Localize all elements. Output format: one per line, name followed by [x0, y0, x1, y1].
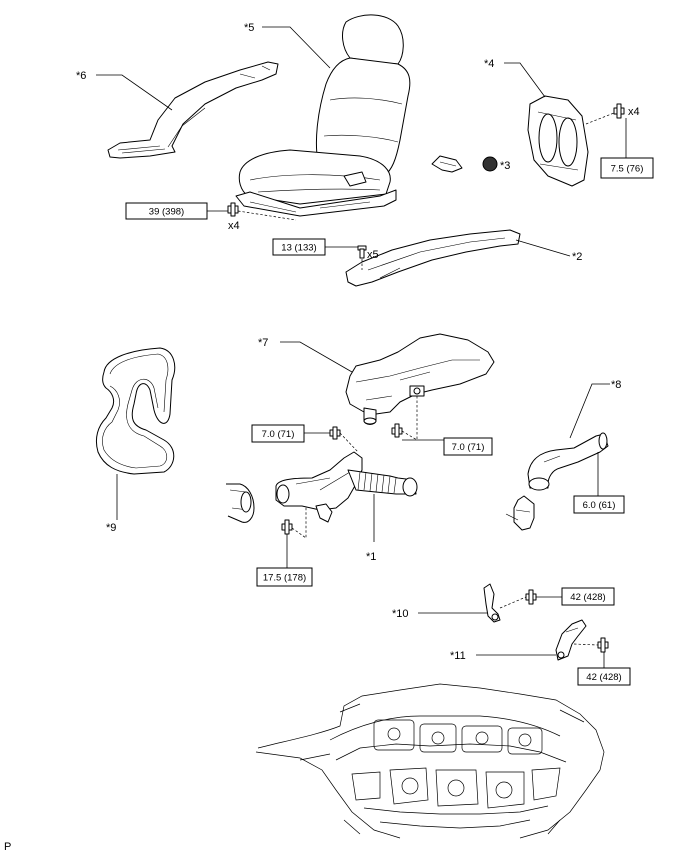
torque-bracket11: 42 (428) [586, 672, 621, 683]
qty-cover: x4 [628, 106, 640, 118]
part-4-cover-plate [527, 95, 589, 187]
part-1-air-inlet [275, 451, 418, 523]
callout-8: *8 [611, 379, 621, 391]
bracket11-bolt [597, 637, 609, 653]
callout-3: *3 [500, 160, 510, 172]
torque-cover: 7.5 (76) [611, 164, 644, 175]
callout-7: *7 [258, 337, 268, 349]
qty-seat-bolt: x4 [228, 220, 240, 232]
part-9-drive-belt [95, 347, 176, 475]
part-11-bracket [555, 619, 587, 661]
part-2-rail-cover [345, 229, 521, 287]
bracket-bolt [357, 245, 367, 259]
torque-hose: 6.0 (61) [583, 500, 616, 511]
part-10-bracket [483, 583, 501, 623]
callout-6: *6 [76, 70, 86, 82]
torque-box-hose [573, 495, 625, 514]
torque-box-bracket10 [561, 587, 615, 606]
torque-inlet: 17.5 (178) [263, 573, 306, 584]
callout-5: *5 [244, 22, 254, 34]
engine-compartment-illustration [255, 683, 605, 839]
callout-1: *1 [366, 551, 376, 563]
torque-box-duct-right [443, 437, 493, 456]
duct-bolt-left [329, 426, 341, 440]
torque-box-bracket11 [577, 667, 631, 686]
part-3-clip [431, 155, 498, 173]
callout-9: *9 [106, 522, 116, 534]
callout-11: *11 [450, 650, 466, 662]
torque-duct-right: 7.0 (71) [452, 442, 485, 453]
callout-2: *2 [572, 251, 582, 263]
seat-bolt [227, 202, 239, 217]
torque-box-inlet [256, 567, 313, 587]
part-6-sill-trim [107, 61, 279, 159]
inlet-bolt [281, 519, 293, 535]
callout-4: *4 [484, 58, 494, 70]
part-7-air-duct [345, 333, 495, 425]
duct-bolt-right [391, 423, 403, 438]
part-8-hose [505, 432, 609, 531]
cover-bolt [613, 103, 625, 119]
throttle-body-stub [226, 483, 255, 523]
torque-box-cover [600, 157, 654, 179]
qty-bracket: x5 [367, 249, 379, 261]
bracket10-bolt [525, 589, 537, 605]
corner-mark: P [4, 841, 11, 852]
torque-bracket10: 42 (428) [570, 592, 605, 603]
callout-10: *10 [392, 608, 409, 620]
torque-seat-bolt: 39 (398) [149, 207, 184, 218]
torque-box-duct-left [251, 424, 305, 443]
torque-seat-bracket: 13 (133) [281, 243, 316, 254]
part-5-front-seat [235, 14, 411, 217]
torque-duct-left: 7.0 (71) [262, 429, 295, 440]
